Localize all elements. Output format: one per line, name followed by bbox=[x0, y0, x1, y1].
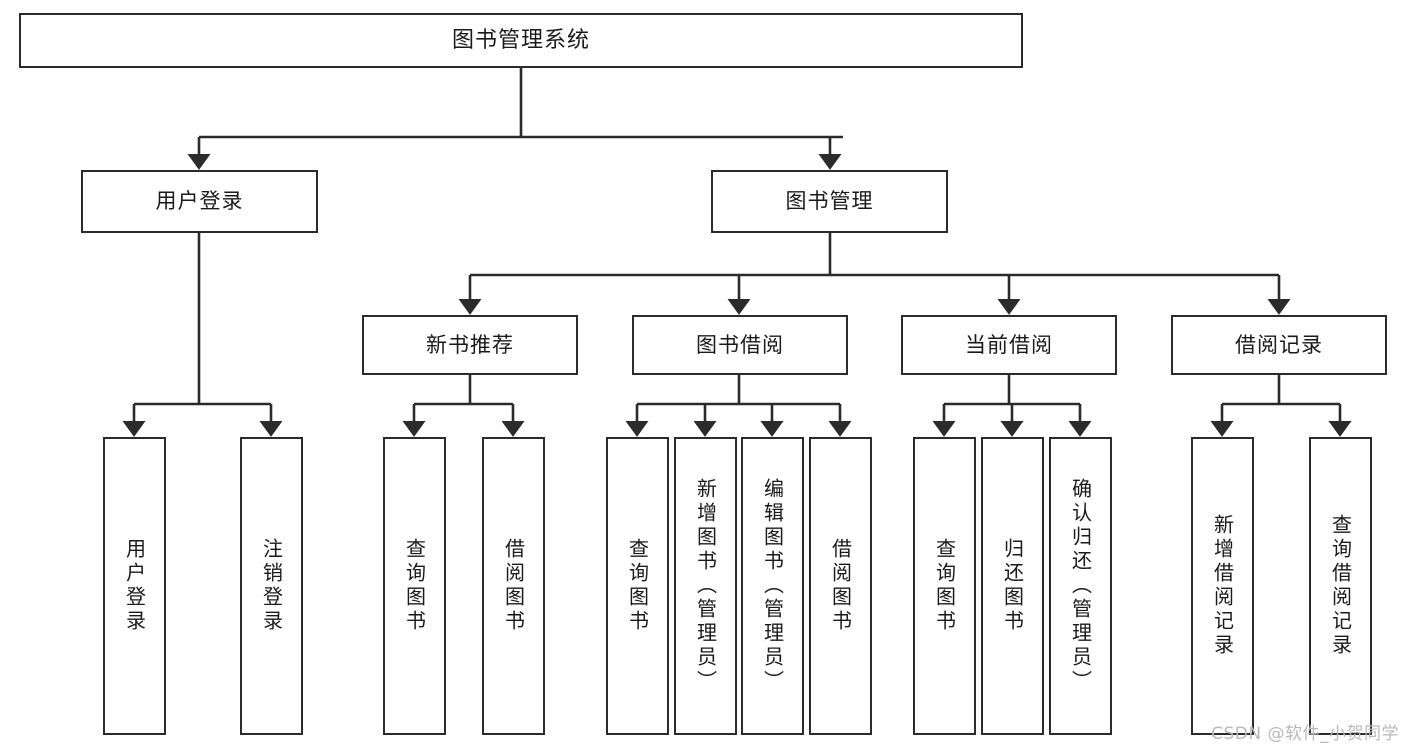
node-label: 新增图书（管理员） bbox=[693, 478, 718, 694]
node-root-book-management-system[interactable]: 图书管理系统 bbox=[19, 13, 1023, 68]
node-label: 新书推荐 bbox=[426, 332, 514, 357]
node-new-book-recommend[interactable]: 新书推荐 bbox=[362, 315, 578, 375]
node-label: 注销登录 bbox=[259, 538, 284, 634]
leaf-borrow-edit-book-admin[interactable]: 编辑图书（管理员） bbox=[741, 437, 804, 735]
node-label: 图书管理系统 bbox=[451, 27, 590, 53]
leaf-records-query-record[interactable]: 查询借阅记录 bbox=[1309, 437, 1372, 735]
node-label: 借阅记录 bbox=[1235, 332, 1323, 357]
node-label: 查询借阅记录 bbox=[1328, 514, 1353, 658]
node-label: 归还图书 bbox=[1000, 538, 1025, 634]
node-label: 新增借阅记录 bbox=[1210, 514, 1235, 658]
leaf-borrow-query-book[interactable]: 查询图书 bbox=[606, 437, 669, 735]
node-label: 图书借阅 bbox=[696, 332, 784, 357]
node-label: 当前借阅 bbox=[965, 332, 1053, 357]
node-label: 编辑图书（管理员） bbox=[760, 478, 785, 694]
node-book-management[interactable]: 图书管理 bbox=[711, 170, 948, 233]
node-label: 查询图书 bbox=[625, 538, 650, 634]
leaf-user-login-logout[interactable]: 注销登录 bbox=[240, 437, 303, 735]
node-label: 查询图书 bbox=[402, 538, 427, 634]
node-label: 用户登录 bbox=[155, 189, 244, 214]
node-label: 确认归还（管理员） bbox=[1068, 478, 1093, 694]
node-label: 借阅图书 bbox=[501, 538, 526, 634]
leaf-current-return-book[interactable]: 归还图书 bbox=[981, 437, 1044, 735]
node-borrow-records[interactable]: 借阅记录 bbox=[1171, 315, 1387, 375]
leaf-borrow-borrow-book[interactable]: 借阅图书 bbox=[809, 437, 872, 735]
node-label: 借阅图书 bbox=[828, 538, 853, 634]
node-current-borrow[interactable]: 当前借阅 bbox=[901, 315, 1117, 375]
node-label: 用户登录 bbox=[122, 538, 147, 634]
node-book-borrow[interactable]: 图书借阅 bbox=[632, 315, 848, 375]
leaf-user-login-login[interactable]: 用户登录 bbox=[103, 437, 166, 735]
leaf-borrow-add-book-admin[interactable]: 新增图书（管理员） bbox=[674, 437, 737, 735]
csdn-watermark: CSDN @软件_小贺同学 bbox=[1211, 724, 1399, 744]
node-label: 图书管理 bbox=[785, 189, 874, 214]
leaf-current-confirm-return-admin[interactable]: 确认归还（管理员） bbox=[1049, 437, 1112, 735]
leaf-new-book-borrow[interactable]: 借阅图书 bbox=[482, 437, 545, 735]
leaf-new-book-query[interactable]: 查询图书 bbox=[383, 437, 446, 735]
node-user-login[interactable]: 用户登录 bbox=[81, 170, 318, 233]
node-label: 查询图书 bbox=[932, 538, 957, 634]
leaf-records-add-record[interactable]: 新增借阅记录 bbox=[1191, 437, 1254, 735]
leaf-current-query-book[interactable]: 查询图书 bbox=[913, 437, 976, 735]
